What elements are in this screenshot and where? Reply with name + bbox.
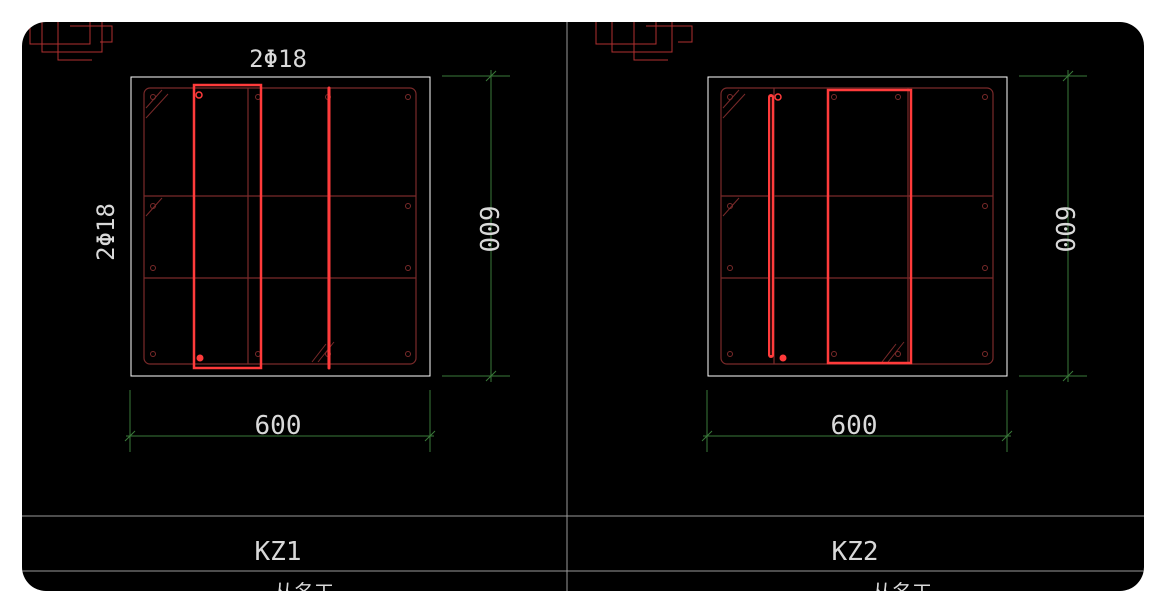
cad-drawing-frame: 600 600 2Φ18 2Φ18 KZ1 从名工: [22, 22, 1144, 591]
height-dimension-label: 600: [1049, 206, 1079, 253]
stirrup-hooks: [722, 89, 905, 363]
height-dimension-label: 600: [473, 206, 503, 253]
highlight-marker: [195, 91, 203, 99]
highlight-marker: [774, 93, 782, 101]
column-mark: KZ1: [255, 537, 302, 567]
side-rebar-label: 2Φ18: [92, 203, 120, 261]
highlight-box[interactable]: [826, 88, 913, 365]
top-rebar-label: 2Φ18: [249, 45, 307, 73]
subtitle-partial: 从名工: [274, 580, 334, 591]
dimension-lines: [124, 70, 510, 452]
dimension-lines: [701, 70, 1087, 452]
highlight-marker: [196, 354, 204, 362]
highlight-marker: [779, 354, 787, 362]
stirrup-hooks: [145, 89, 335, 363]
subtitle-partial: 从名工: [872, 580, 932, 591]
column-section-kz1: 600 600 2Φ18 2Φ18 KZ1 从名工: [92, 45, 510, 591]
cad-canvas: 600 600 2Φ18 2Φ18 KZ1 从名工: [22, 22, 1144, 591]
section-outline: [707, 76, 1008, 377]
detail-fragment-right: [595, 22, 693, 61]
section-outline: [130, 76, 431, 377]
width-dimension-label: 600: [831, 411, 878, 441]
highlight-box[interactable]: [192, 83, 263, 370]
longitudinal-bars: [150, 94, 411, 357]
outer-stirrup: [143, 87, 417, 365]
outer-stirrup: [720, 87, 994, 365]
column-mark: KZ2: [832, 537, 879, 567]
longitudinal-bars: [727, 94, 988, 357]
column-section-kz2: 600 600 KZ2 从名工: [701, 70, 1087, 591]
detail-fragment-left: [29, 22, 113, 61]
width-dimension-label: 600: [255, 411, 302, 441]
